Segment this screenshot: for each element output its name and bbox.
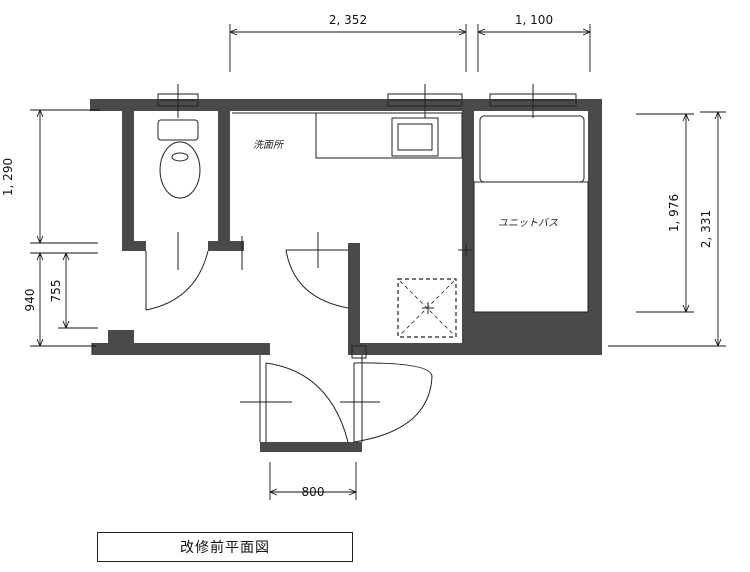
toilet-tank (157, 119, 199, 141)
vanity-counter (315, 112, 463, 159)
wall-toilet-bottom-left (122, 241, 146, 251)
partition-lines (91, 343, 363, 442)
dim-bottom: 800 (302, 485, 325, 499)
wall-entry-bottom (260, 442, 362, 452)
wall-bottom-right (348, 343, 602, 355)
dim-left-upper: 1, 290 (1, 158, 15, 196)
wall-bath-left (462, 99, 474, 355)
toilet-bowl (159, 141, 201, 199)
toilet-fixture (157, 119, 201, 199)
dim-right-outer: 2, 331 (699, 210, 713, 248)
dim-top-left: 2, 352 (329, 13, 367, 27)
dim-top-right: 1, 100 (515, 13, 553, 27)
washer-pan-outline (397, 278, 457, 338)
wall-toilet-bottom-right (208, 241, 244, 251)
wall-pier (108, 330, 134, 346)
wall-bottom-left (92, 343, 270, 355)
windows (157, 84, 577, 118)
dimension-lines (30, 24, 726, 500)
wall-wash-right (348, 243, 360, 355)
washbasin (391, 117, 439, 157)
dim-left-lower-outer: 940 (23, 289, 37, 312)
room-label-washroom: 洗面所 (253, 139, 285, 151)
drawing-caption: 改修前平面図 (97, 532, 353, 562)
room-label-unit-bath: ユニットバス (498, 217, 558, 229)
walls (90, 99, 602, 452)
washroom-fixtures (232, 112, 463, 159)
dim-left-lower-inner: 755 (49, 280, 63, 303)
bathtub (479, 115, 585, 183)
wall-bath-right (588, 99, 602, 355)
doors (145, 232, 472, 443)
dim-right-inner: 1, 976 (667, 194, 681, 232)
washing-machine-pan (397, 278, 457, 338)
wall-toilet-right (218, 99, 230, 251)
wall-toilet-left (122, 99, 134, 251)
bath-floor (473, 181, 589, 313)
unit-bath-fixture (473, 115, 589, 313)
wall-top (90, 99, 602, 111)
